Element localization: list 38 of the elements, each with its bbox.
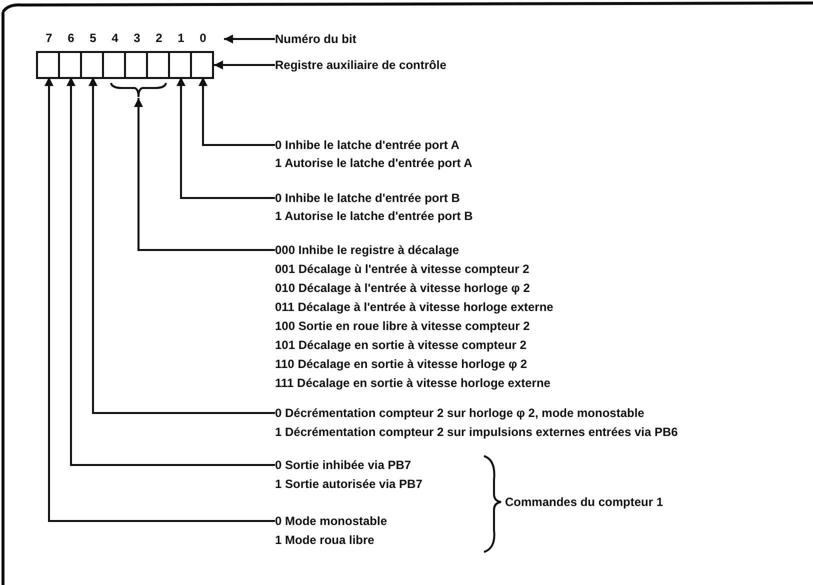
leader-arrow: [66, 77, 275, 466]
leader-arrow: [176, 77, 275, 199]
bit-number: 1: [176, 31, 186, 45]
bit-number: 5: [88, 31, 98, 45]
leader-arrow: [44, 77, 275, 522]
bit-number: 0: [198, 31, 208, 45]
annotation-label: Registre auxiliaire de contrôle: [275, 56, 446, 74]
option-text: 0 Inhibe le latche d'entrée port B: [275, 190, 461, 207]
bit-number: 7: [44, 31, 54, 45]
option-text: 0 Décrémentation compteur 2 sur horloge φ 2, mode monostable: [275, 405, 646, 422]
leader-arrow: [198, 77, 275, 146]
option-text: 101 Décalage en sortie à vitesse compteur 2: [275, 337, 528, 354]
option-text: 1 Autorise le latche d'entrée port A: [275, 155, 472, 172]
option-text: 1 Sortie autorisée via PB7: [275, 476, 422, 493]
option-text: 111 Décalage en sortie à vitesse horloge externe: [275, 375, 552, 392]
leader-arrow: [214, 60, 275, 70]
option-text: 1 Mode roua libre: [275, 532, 376, 549]
leader-arrow: [224, 34, 275, 44]
bit-number: 2: [154, 31, 164, 45]
option-text: 0 Inhibe le latche d'entrée port A: [275, 137, 460, 154]
option-text: 110 Décalage en sortie à vitesse horloge φ 2: [275, 356, 528, 373]
bit-number: 3: [132, 31, 142, 45]
option-text: 011 Décalage à l'entrée à vitesse horloge externe: [275, 299, 554, 316]
option-text: 001 Décalage ù l'entrée à vitesse compteur 2: [275, 261, 530, 278]
group-label: Commandes du compteur 1: [505, 495, 664, 509]
option-text: 1 Autorise le latche d'entrée port B: [275, 208, 473, 225]
option-text: 0 Sortie inhibée via PB7: [275, 457, 412, 474]
annotation-label: Numéro du bit: [275, 30, 356, 48]
bit-number: 4: [110, 31, 120, 45]
option-text: 100 Sortie en roue libre à vitesse compteur 2: [275, 318, 531, 335]
leader-arrow: [134, 98, 275, 251]
bit-number: 6: [66, 31, 76, 45]
option-text: 1 Décrémentation compteur 2 sur impulsions externes entrées via PB6: [275, 424, 678, 441]
option-text: 010 Décalage à l'entrée à vitesse horloge φ 2: [275, 280, 531, 297]
curly-brace: [110, 82, 167, 98]
leader-arrow: [88, 77, 275, 414]
option-text: 000 Inhibe le registre à décalage: [275, 242, 460, 259]
option-text: 0 Mode monostable: [275, 513, 388, 530]
